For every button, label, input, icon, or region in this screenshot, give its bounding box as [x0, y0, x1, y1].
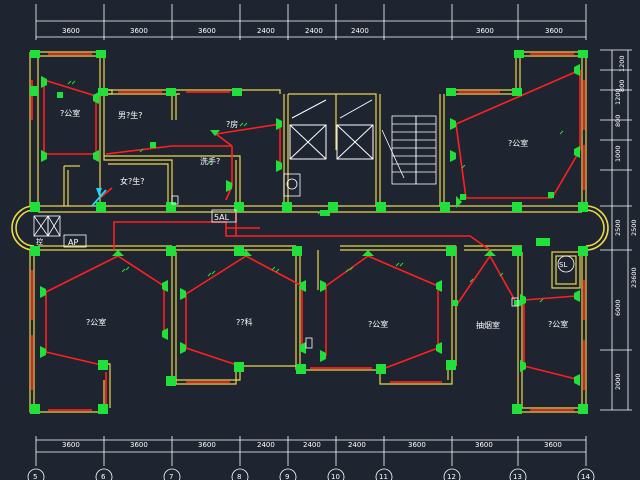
right-dim-9: 6000 [614, 299, 622, 316]
bottom-dim-8: 3600 [475, 441, 493, 449]
room-female-wc: 女?生? [120, 176, 145, 186]
right-dim-1: 1200 [618, 55, 626, 72]
sl-label: SL [559, 261, 567, 269]
light-fixtures [30, 50, 588, 414]
walls [29, 51, 587, 413]
panel-label: 5AL [214, 213, 230, 222]
top-dim-3: 3600 [198, 27, 216, 35]
axis-label-6: 6 [101, 473, 106, 480]
axis-bubbles [27, 468, 595, 480]
bottom-dim-7: 3600 [408, 441, 426, 449]
axis-label-7: 7 [169, 473, 173, 480]
bottom-dim-1: 3600 [62, 441, 80, 449]
bottom-dim-5: 2400 [303, 441, 321, 449]
top-dim-6: 2400 [351, 27, 369, 35]
room-office-nw: ?公室 [60, 108, 80, 118]
room-kitchen: ?房 [226, 119, 238, 129]
axis-label-9: 9 [285, 473, 289, 480]
room-materials: ??科 [236, 317, 253, 327]
axis-label-11: 11 [379, 473, 388, 480]
top-dim-1: 3600 [62, 27, 80, 35]
right-dimension-labels: 1200 800 1200 800 1000 2500 2500 23600 6… [614, 55, 638, 390]
riser-marker [96, 188, 102, 196]
room-male-wc: 男?生? [118, 110, 143, 120]
axis-label-14: 14 [581, 473, 590, 480]
axis-bubble-labels: 5 6 7 8 9 10 11 12 13 14 [33, 473, 590, 480]
stairs [381, 115, 437, 185]
right-dim-8: 23600 [630, 267, 638, 288]
outlet-marks [171, 173, 519, 349]
control-tag: 控 [36, 237, 43, 246]
right-dimension-chain [600, 49, 632, 411]
right-dim-10: 2000 [614, 373, 622, 390]
room-office-s: ?公室 [368, 319, 388, 329]
room-washroom: 洗手? [200, 156, 220, 166]
bottom-dimension-chain [35, 436, 587, 466]
elevator-shafts [289, 99, 374, 160]
room-office-ne: ?公室 [508, 138, 528, 148]
top-dim-2: 3600 [130, 27, 148, 35]
windows [31, 53, 585, 411]
right-dim-6: 2500 [614, 219, 622, 236]
axis-label-12: 12 [447, 473, 456, 480]
top-dimension-chain [35, 4, 587, 40]
corridor-ends [11, 205, 609, 251]
wire-ticks [67, 80, 564, 303]
axis-label-8: 8 [237, 473, 241, 480]
right-dim-5: 1000 [614, 145, 622, 162]
right-dim-3: 1200 [614, 88, 622, 105]
right-dim-4: 800 [614, 115, 622, 127]
room-office-se: ?公室 [548, 319, 568, 329]
axis-label-10: 10 [331, 473, 340, 480]
room-labels: ?公室 男?生? 女?生? ?房 洗手? ?公室 ?公室 ??科 ?公室 抽烟室… [60, 108, 568, 330]
axis-label-5: 5 [33, 473, 37, 480]
sl-symbol: SL [557, 255, 575, 273]
axis-label-13: 13 [513, 473, 522, 480]
cyan-riser [91, 189, 107, 207]
bottom-dim-6: 2400 [348, 441, 366, 449]
top-dim-5: 2400 [305, 27, 323, 35]
bottom-dim-4: 2400 [257, 441, 275, 449]
bottom-dim-3: 3600 [198, 441, 216, 449]
bottom-dim-2: 3600 [130, 441, 148, 449]
right-dim-7: 2500 [630, 219, 638, 236]
room-smoking: 抽烟室 [476, 320, 500, 330]
bottom-dim-9: 3600 [544, 441, 562, 449]
bottom-dimension-labels: 3600 3600 3600 2400 2400 2400 3600 3600 … [62, 441, 562, 449]
top-dim-7: 3600 [476, 27, 494, 35]
top-dimension-labels: 3600 3600 3600 2400 2400 2400 3600 3600 [62, 27, 563, 35]
wiring [43, 69, 581, 381]
top-dim-4: 2400 [257, 27, 275, 35]
right-dim-2: 800 [618, 80, 626, 92]
ap-box: AP [63, 234, 87, 248]
distribution-panel: 5AL [211, 209, 237, 223]
ap-label: AP [68, 238, 78, 247]
control-cabinet [33, 215, 61, 237]
top-dim-8: 3600 [545, 27, 563, 35]
room-office-sw: ?公室 [86, 317, 106, 327]
